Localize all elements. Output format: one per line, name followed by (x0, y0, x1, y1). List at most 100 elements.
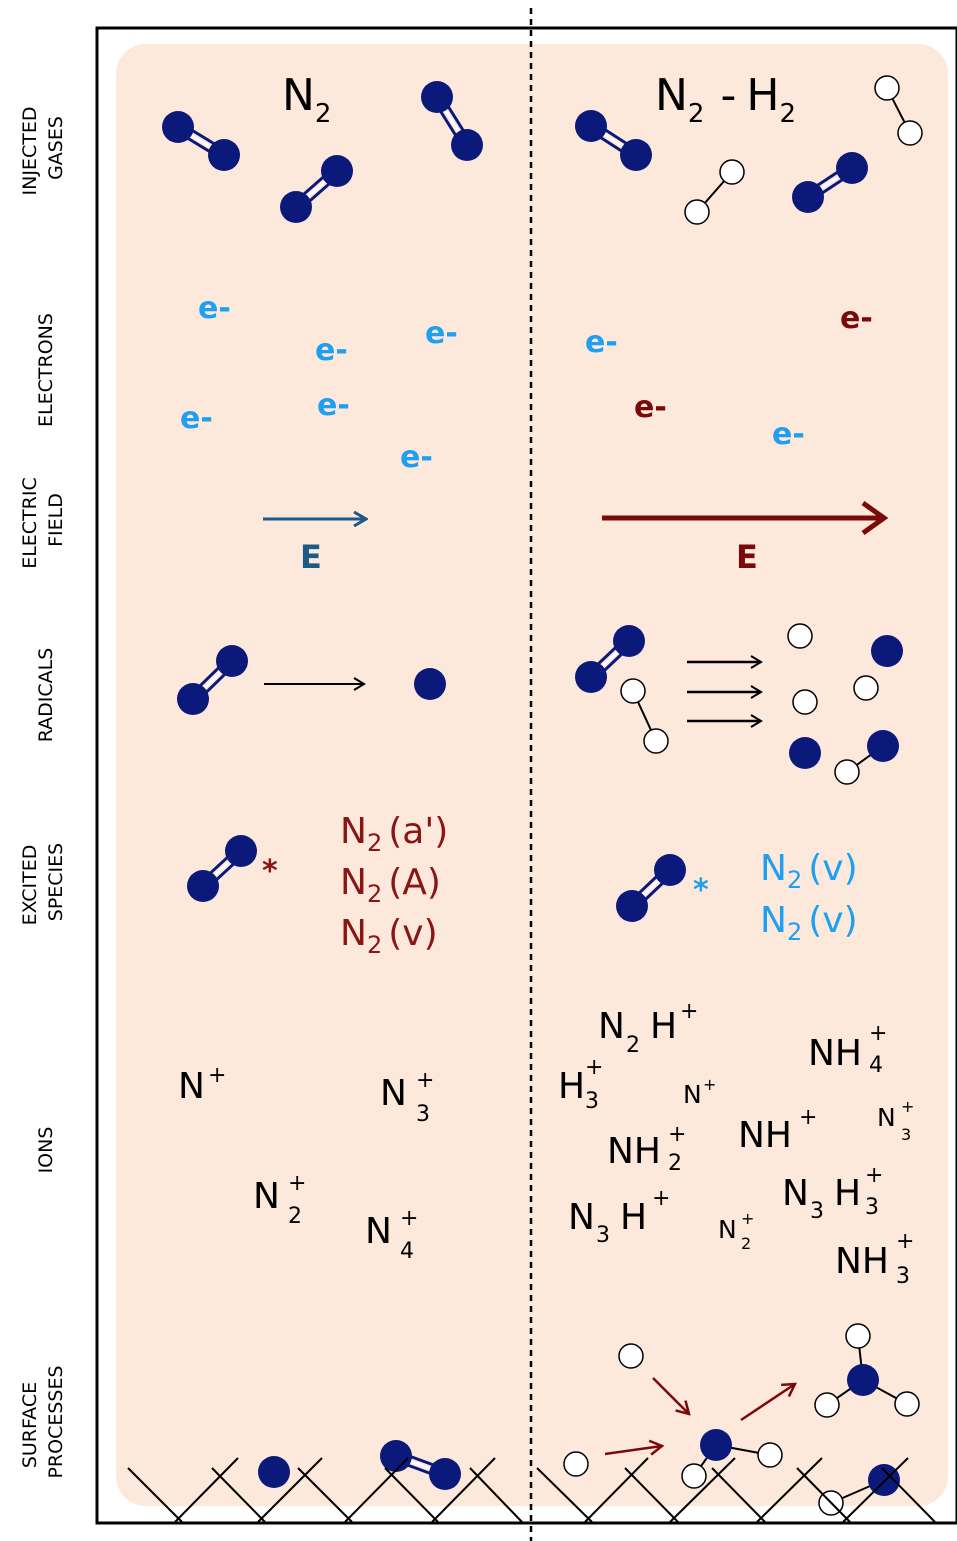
svg-text:NH: NH (738, 1115, 792, 1156)
nitrogen-atom (208, 139, 240, 171)
ion-label: N + 2 (253, 1171, 306, 1229)
svg-text:+: + (901, 1097, 914, 1116)
electron: e- (425, 316, 458, 351)
svg-text:+: + (799, 1105, 817, 1130)
svg-text:NH: NH (607, 1131, 661, 1172)
svg-text:2: 2 (741, 1234, 751, 1253)
ammonia-molecule (814, 1323, 920, 1418)
svg-text:+: + (652, 1186, 670, 1211)
ion-label: N + (178, 1063, 226, 1107)
surface-arrow (740, 1384, 795, 1422)
electron: e- (315, 333, 348, 368)
nitrogen-atom (187, 870, 219, 902)
nitrogen-atom (451, 129, 483, 161)
svg-text:3: 3 (596, 1223, 610, 1248)
nitrogen-atom (847, 1364, 879, 1396)
excited-species-label: N2(v) (340, 913, 438, 959)
svg-text:3: 3 (896, 1264, 910, 1289)
nitrogen-atom (700, 1429, 732, 1461)
hydrogen-atom (684, 199, 710, 225)
nitrogen-atom (258, 1456, 290, 1488)
hydrogen-atom (681, 1463, 707, 1489)
h2-molecule (874, 75, 923, 146)
svg-text:+: + (896, 1229, 914, 1254)
surface-arrow (604, 1446, 662, 1454)
row-label-surface-processes: SURFACE PROCESSES (19, 1365, 67, 1478)
hydrogen-atom (620, 678, 646, 704)
electron: e- (400, 440, 433, 475)
svg-text:+: + (741, 1209, 754, 1228)
svg-text:H: H (558, 1066, 585, 1107)
ion-label: N 3 H + 3 (782, 1163, 883, 1224)
svg-text:2: 2 (288, 1204, 302, 1229)
hydrogen-atom (757, 1442, 783, 1468)
excited-marker-right: * (693, 873, 709, 908)
svg-text:+: + (208, 1063, 226, 1088)
svg-text:+: + (703, 1075, 716, 1094)
hydrogen-atom (814, 1392, 840, 1418)
n2-molecule (575, 625, 645, 693)
svg-text:2: 2 (626, 1033, 640, 1058)
nitrogen-atom-radical (414, 668, 446, 700)
svg-text:+: + (680, 999, 698, 1024)
svg-text:N: N (683, 1080, 702, 1109)
nh-radical (834, 730, 899, 785)
adsorbed-nitrogen-atom (258, 1456, 290, 1488)
svg-text:H: H (650, 1006, 677, 1047)
ion-label: N 2 H + (598, 999, 698, 1058)
hydrogen-atom (834, 759, 860, 785)
nitrogen-atom (613, 625, 645, 657)
row-label-radicals: RADICALS (35, 648, 57, 743)
svg-text:3: 3 (901, 1125, 911, 1144)
nitrogen-atom (321, 155, 353, 187)
svg-text:H: H (834, 1173, 861, 1214)
plasma-region (116, 44, 948, 1506)
hydrogen-atom (719, 159, 745, 185)
ion-label: N 3 H + (568, 1186, 670, 1248)
ion-label: NH + 4 (808, 1021, 887, 1078)
n2-molecule (187, 835, 257, 902)
row-label-electrons: ELECTRONS (35, 313, 57, 427)
excited-species-label: N2(A) (340, 862, 441, 908)
ion-label: N + 3 (380, 1068, 434, 1127)
ion-label: N + 4 (365, 1206, 418, 1264)
excited-marker-left: * (262, 854, 278, 889)
ion-label: N + 3 (877, 1097, 914, 1144)
svg-text:N: N (178, 1066, 205, 1107)
nitrogen-atom (616, 890, 648, 922)
h2-molecule (684, 159, 745, 225)
svg-text:4: 4 (400, 1239, 414, 1264)
nitrogen-atom-radical (871, 635, 903, 667)
ion-label: NH + (738, 1105, 817, 1156)
left-gas-title: N2 (282, 70, 331, 129)
electron: e- (585, 325, 618, 360)
hydrogen-atom (845, 1323, 871, 1349)
field-label-right: E (736, 538, 758, 576)
hydrogen-atom-radical (787, 623, 813, 649)
svg-text:2: 2 (668, 1151, 682, 1176)
nitrogen-atom (836, 152, 868, 184)
n2-molecule (162, 111, 240, 171)
nitrogen-atom (380, 1440, 412, 1472)
nitrogen-atom (421, 81, 453, 113)
nitrogen-atom (225, 835, 257, 867)
svg-text:+: + (668, 1122, 686, 1147)
nitrogen-atom (654, 854, 686, 886)
row-label-injected-gases: INJECTED GASES (19, 101, 67, 196)
ion-label: NH + 3 (835, 1229, 914, 1289)
nitrogen-atom (162, 111, 194, 143)
n2-molecule (792, 152, 868, 213)
hydrogen-atom (897, 120, 923, 146)
hydrogen-atom (618, 1343, 644, 1369)
n2-molecule (177, 645, 248, 715)
svg-text:+: + (288, 1171, 306, 1196)
svg-text:3: 3 (585, 1089, 599, 1114)
adsorbed-nh-group (681, 1429, 783, 1489)
svg-text:N: N (718, 1215, 737, 1244)
row-label-excited-species: EXCITED SPECIES (19, 839, 67, 926)
excited-species-label: N2(a') (340, 811, 448, 857)
nitrogen-atom (792, 181, 824, 213)
svg-text:N: N (877, 1103, 896, 1132)
svg-text:+: + (865, 1163, 883, 1188)
